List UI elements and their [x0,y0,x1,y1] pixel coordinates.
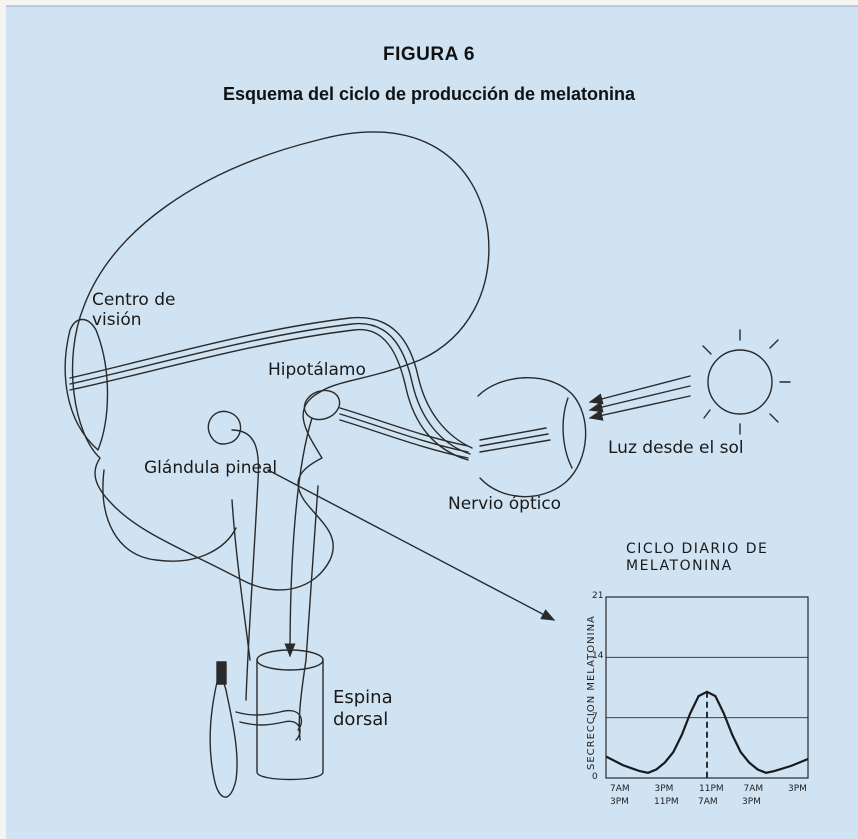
figure-number: FIGURA 6 [0,44,858,66]
chart-title-line2: MELATONINA [626,558,733,575]
chart-x-tick-label: 3PM [655,784,674,794]
chart-y-tick-label: 14 [592,651,603,661]
chart-x-tick-label-2: 11PM [654,797,679,807]
chart-x-tick-label: 11PM [699,784,724,794]
label-optic-nerve: Nervio óptico [448,494,561,514]
chart-title-line1: CICLO DIARIO DE [626,541,768,558]
chart-x-tick-label-2: 3PM [742,797,761,807]
ganglion-cap [217,662,226,684]
label-spine-line1: Espina [333,688,393,708]
label-pineal-gland: Glándula pineal [144,458,277,478]
chart-y-tick-label: 0 [592,772,598,782]
figure-title: Esquema del ciclo de producción de melat… [0,84,858,105]
figure-background [6,6,858,839]
label-hypothalamus: Hipotálamo [268,360,366,380]
chart-x-tick-label-2: 7AM [698,797,718,807]
chart-y-axis-label: SECRECCION MELATONINA [586,615,597,770]
label-sunlight: Luz desde el sol [608,438,744,458]
label-vision-center-line1: Centro de [92,290,175,310]
chart-x-tick-label: 3PM [788,784,807,794]
chart-y-tick-label: 7 [592,712,598,722]
chart-y-tick-label: 21 [592,591,603,601]
chart-x-tick-label: 7AM [610,784,630,794]
label-vision-center-line2: visión [92,310,142,330]
chart-x-tick-label-2: 3PM [610,797,629,807]
chart-x-tick-label: 7AM [744,784,764,794]
label-spine-line2: dorsal [333,710,388,730]
